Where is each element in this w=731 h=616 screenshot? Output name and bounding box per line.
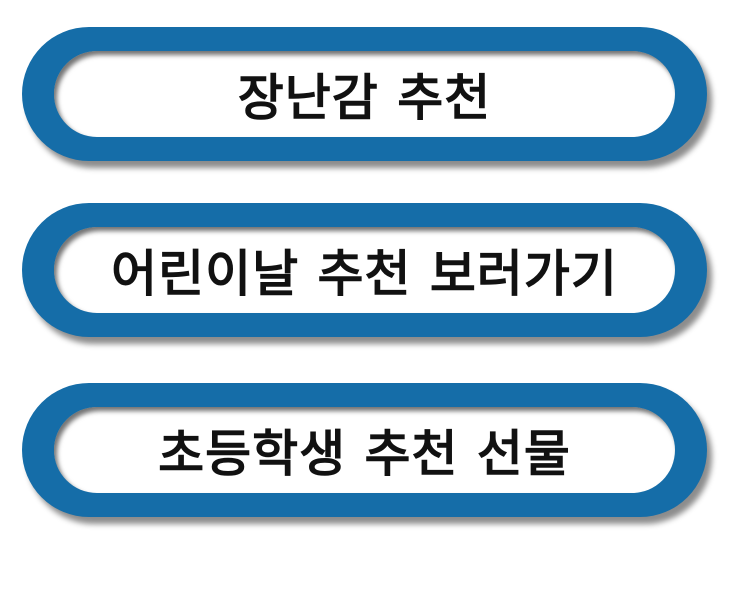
button-inner-panel: 어린이날 추천 보러가기 [54, 227, 675, 313]
button-inner-panel: 장난감 추천 [54, 51, 675, 137]
childrens-day-recommendation-button[interactable]: 어린이날 추천 보러가기 [22, 203, 707, 337]
button-label: 어린이날 추천 보러가기 [111, 245, 618, 303]
button-inner-panel: 초등학생 추천 선물 [54, 407, 675, 493]
button-label: 장난감 추천 [237, 69, 492, 127]
elementary-gift-recommendation-button[interactable]: 초등학생 추천 선물 [22, 383, 707, 517]
toy-recommendation-button[interactable]: 장난감 추천 [22, 27, 707, 161]
button-label: 초등학생 추천 선물 [158, 425, 571, 483]
